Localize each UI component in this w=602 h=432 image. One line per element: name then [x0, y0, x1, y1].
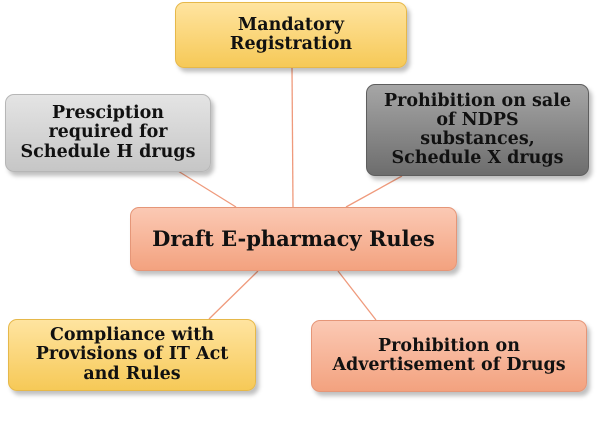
- connector-bottom-left: [208, 270, 259, 320]
- node-label: Prohibition on sale of NDPS substances, …: [384, 90, 571, 169]
- connector-top: [291, 67, 294, 208]
- node-center-draft-rules: Draft E-pharmacy Rules: [130, 207, 457, 271]
- node-prohibition-advertisement: Prohibition on Advertisement of Drugs: [311, 320, 587, 392]
- node-prescription-schedule-h: Presciption required for Schedule H drug…: [5, 94, 211, 172]
- node-compliance-it-act: Compliance with Provisions of IT Act and…: [8, 319, 256, 391]
- node-label: Prohibition on Advertisement of Drugs: [332, 335, 566, 375]
- node-prohibition-ndps: Prohibition on sale of NDPS substances, …: [366, 84, 589, 176]
- connector-top-right: [345, 175, 403, 208]
- connector-bottom-right: [337, 270, 377, 321]
- node-label: Mandatory Registration: [229, 14, 353, 54]
- node-label: Compliance with Provisions of IT Act and…: [35, 325, 229, 384]
- connector-top-left: [177, 170, 237, 208]
- center-label: Draft E-pharmacy Rules: [152, 226, 435, 252]
- node-label: Presciption required for Schedule H drug…: [20, 103, 196, 162]
- node-mandatory-registration: Mandatory Registration: [175, 2, 407, 68]
